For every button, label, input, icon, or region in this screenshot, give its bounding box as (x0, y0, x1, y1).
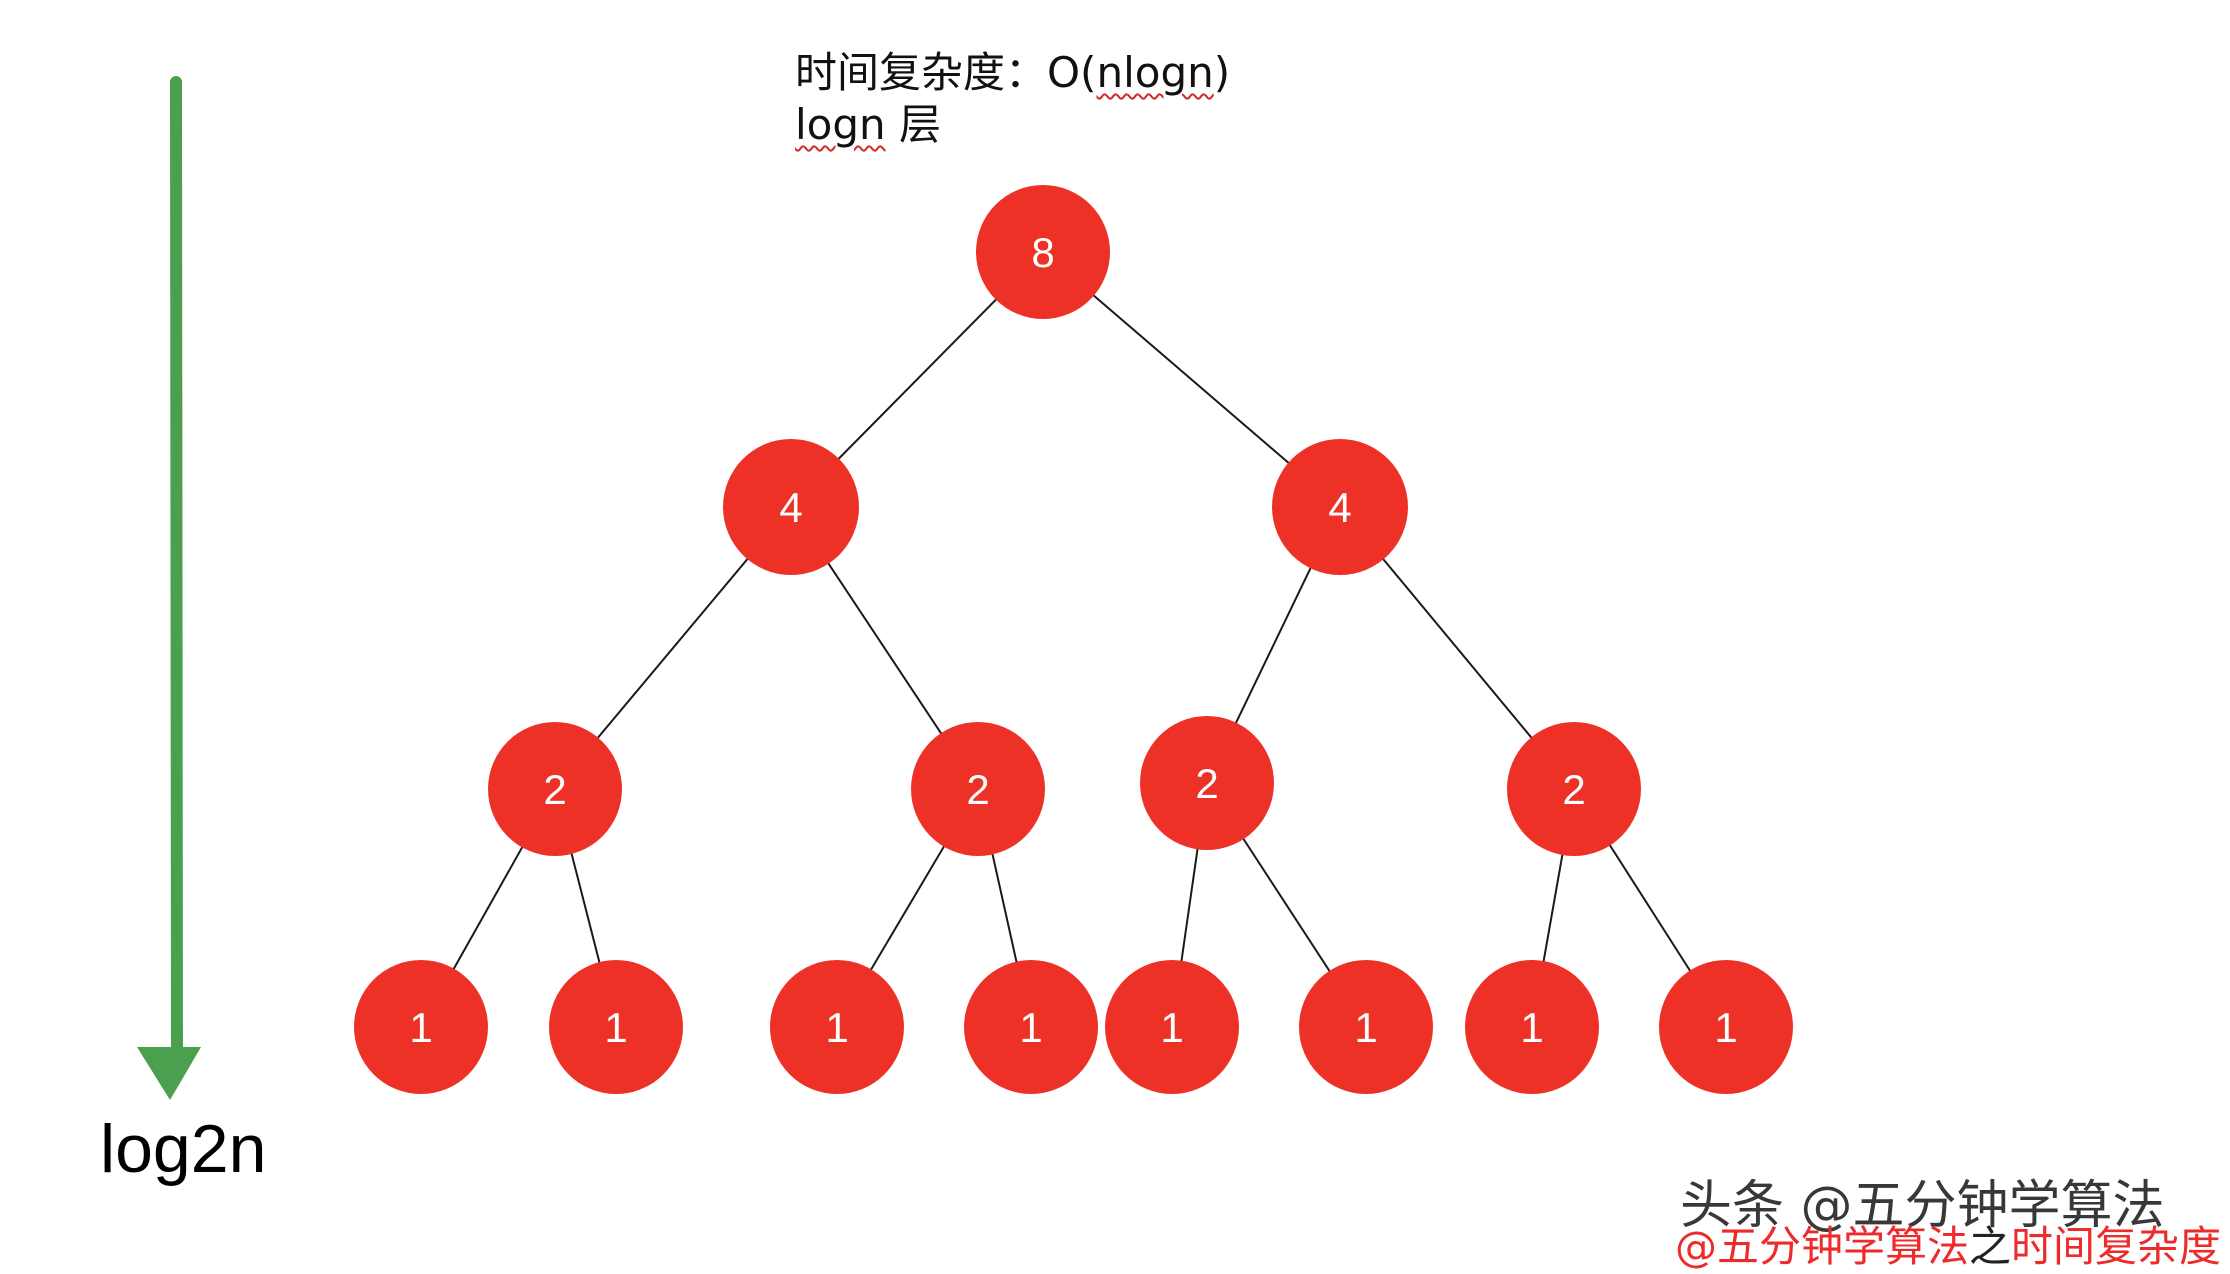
tree-nodes: 8 4 4 2 2 2 2 1 1 1 1 1 1 1 1 (354, 185, 1793, 1094)
tree-node-circle (549, 960, 683, 1094)
tree-node-label: 1 (1160, 1004, 1183, 1051)
tree-node-label: 1 (825, 1004, 848, 1051)
tree-node-circle (1659, 960, 1793, 1094)
tree-node: 2 (1507, 722, 1641, 856)
tree-node-circle (1507, 722, 1641, 856)
tree-node: 4 (1272, 439, 1408, 575)
tree-node-circle (911, 722, 1045, 856)
depth-arrow-head (137, 1047, 201, 1100)
tree-node: 4 (723, 439, 859, 575)
caption-line1-suffix: ) (1213, 48, 1231, 97)
depth-arrow (137, 76, 201, 1100)
caption-logn: logn (795, 100, 886, 149)
tree-node-label: 4 (1328, 484, 1351, 531)
tree-node-label: 2 (1562, 766, 1585, 813)
tree-edges (420, 251, 1727, 1028)
caption-nlogn: nlogn (1096, 48, 1214, 97)
depth-arrow-shaft (170, 76, 183, 1068)
caption-line1-prefix: 时间复杂度：O( (795, 48, 1097, 97)
tree-node-label: 1 (604, 1004, 627, 1051)
tree-node-circle (976, 185, 1110, 319)
tree-node: 1 (964, 960, 1098, 1094)
tree-node-label: 4 (779, 484, 802, 531)
tree-node-circle (1465, 960, 1599, 1094)
watermark-line1: 头条 @五分钟学算法 (1680, 1176, 2165, 1236)
tree-node: 1 (770, 960, 904, 1094)
watermark-topic: 时间复杂度 (2011, 1222, 2222, 1271)
tree-node-circle (770, 960, 904, 1094)
complexity-caption: 时间复杂度：O(nlogn) (795, 52, 1230, 94)
tree-node-label: 8 (1031, 229, 1054, 276)
tree-node-label: 1 (1354, 1004, 1377, 1051)
caption-levels-suffix: 层 (885, 100, 942, 149)
tree-node-circle (1299, 960, 1433, 1094)
tree-node: 1 (354, 960, 488, 1094)
tree-node-circle (354, 960, 488, 1094)
watermark-connector: 之 (1969, 1222, 2012, 1271)
tree-node-label: 2 (543, 766, 566, 813)
tree-node-label: 1 (409, 1004, 432, 1051)
tree-node: 1 (549, 960, 683, 1094)
tree-node-circle (1105, 960, 1239, 1094)
tree-node: 1 (1465, 960, 1599, 1094)
tree-node: 2 (488, 722, 622, 856)
tree-node-label: 1 (1714, 1004, 1737, 1051)
tree-node-label: 2 (966, 766, 989, 813)
tree-node-label: 1 (1019, 1004, 1042, 1051)
tree-node: 1 (1299, 960, 1433, 1094)
tree-node-circle (488, 722, 622, 856)
tree-node: 8 (976, 185, 1110, 319)
tree-node-circle (1272, 439, 1408, 575)
depth-label: log2n (100, 1111, 267, 1187)
levels-caption: logn 层 (795, 104, 941, 146)
tree-node: 2 (911, 722, 1045, 856)
tree-node-circle (723, 439, 859, 575)
tree-node-label: 2 (1195, 760, 1218, 807)
tree-node-circle (1140, 716, 1274, 850)
tree-node-label: 1 (1520, 1004, 1543, 1051)
tree-node-circle (964, 960, 1098, 1094)
tree-node: 1 (1105, 960, 1239, 1094)
tree-node: 2 (1140, 716, 1274, 850)
watermark-author: @五分钟学算法 (1675, 1222, 1970, 1271)
watermark-line2: @五分钟学算法之时间复杂度 (1675, 1213, 2221, 1274)
tree-node: 1 (1659, 960, 1793, 1094)
